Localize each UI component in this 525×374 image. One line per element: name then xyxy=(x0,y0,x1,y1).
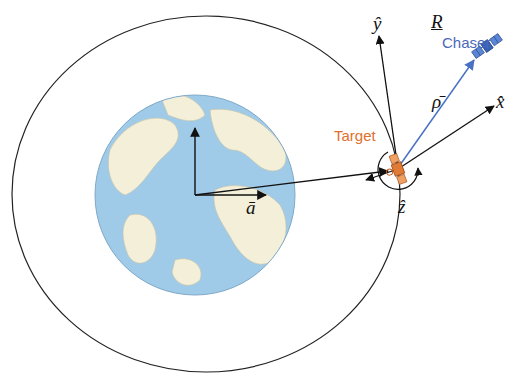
y-axis xyxy=(379,36,398,169)
chaser-label: Chaser xyxy=(442,35,490,50)
axis-label: x̂ xyxy=(496,92,504,111)
orbit-circle xyxy=(12,16,400,372)
relative-vector xyxy=(400,60,474,165)
inertial-axis xyxy=(195,194,266,195)
axis-label: ŷ xyxy=(373,14,381,33)
target-label: Target xyxy=(334,128,376,143)
frame-label: R xyxy=(431,12,443,31)
inertial-axis xyxy=(194,128,195,195)
x-axis xyxy=(398,106,494,169)
z-axis-arc xyxy=(378,152,418,189)
position-vector xyxy=(195,171,388,195)
vector-label: ρ̄ xyxy=(432,92,441,111)
target-satellite xyxy=(382,153,408,187)
axis-label: ẑ xyxy=(398,197,405,216)
vector-label: ā xyxy=(246,198,256,217)
